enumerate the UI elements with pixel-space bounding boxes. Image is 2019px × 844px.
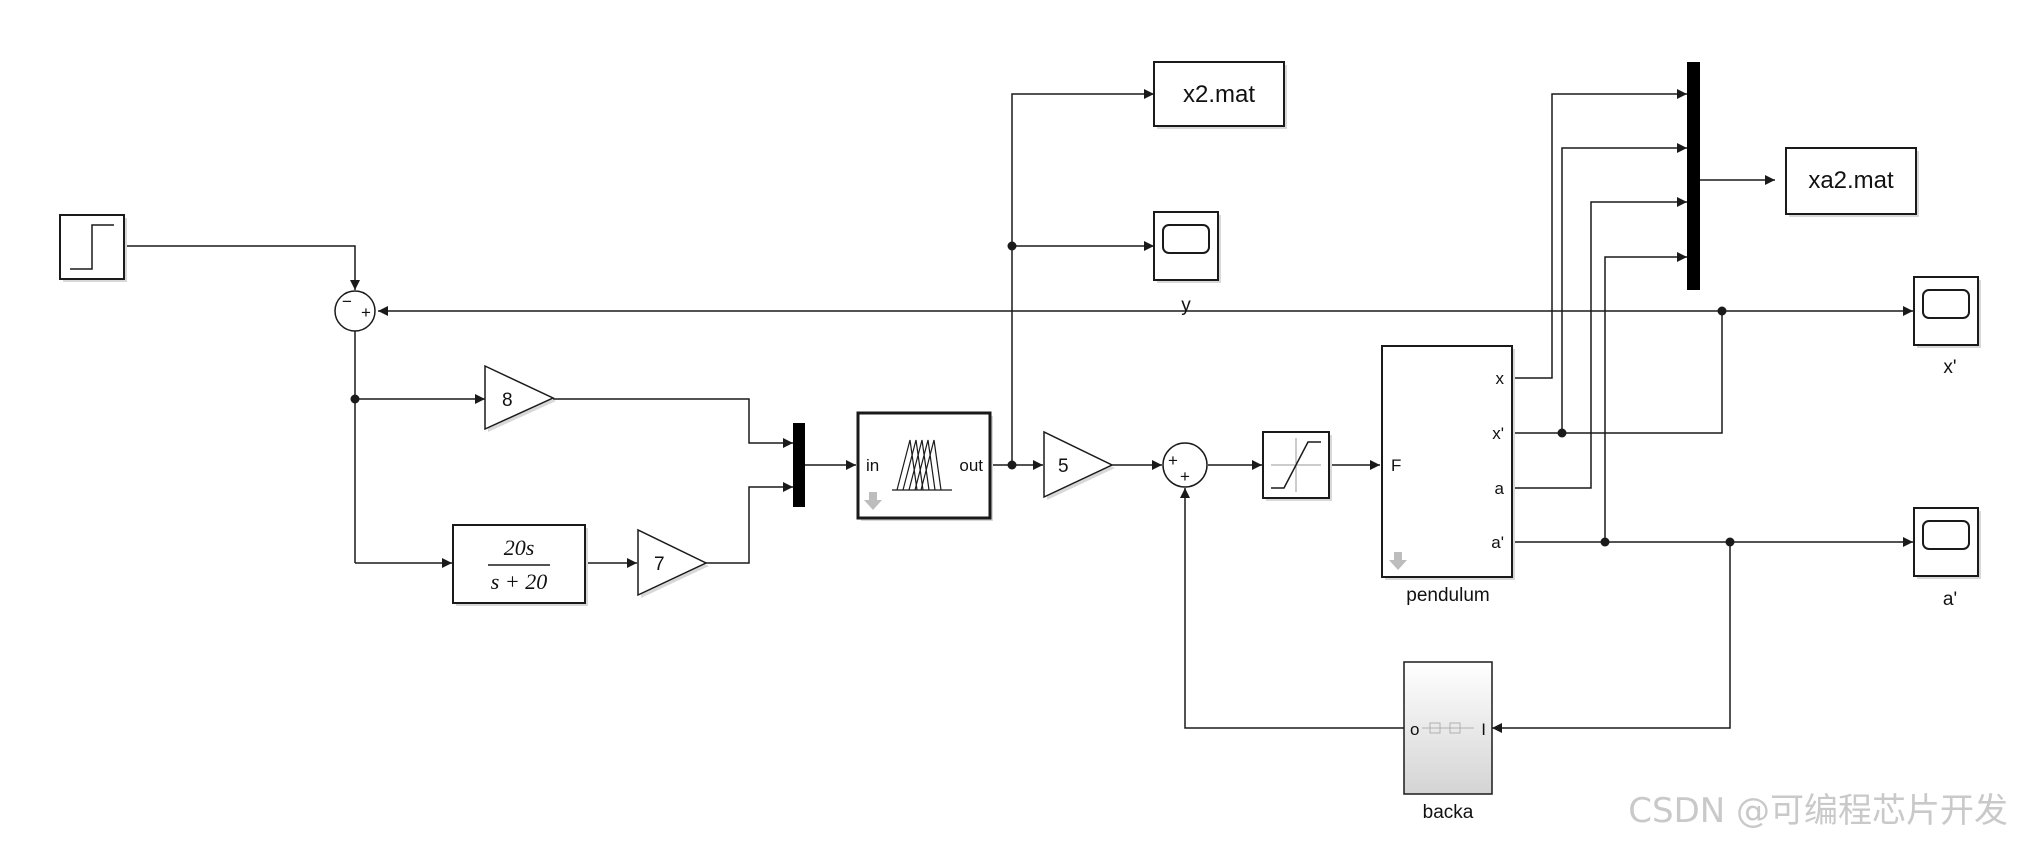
to-file-xa2-name: xa2.mat — [1808, 167, 1894, 194]
scope-icon — [1922, 520, 1970, 550]
signal-lines — [126, 89, 1913, 733]
wire-ad-to-backa[interactable] — [1492, 542, 1731, 733]
watermark-text: CSDN @可编程芯片开发 — [1628, 791, 2008, 831]
scope-ad-block[interactable] — [1913, 507, 1981, 579]
mux-bar-icon[interactable] — [793, 423, 805, 507]
gain-block-8[interactable]: 8 — [484, 364, 556, 432]
to-file-x2-block[interactable]: x2.mat — [1153, 61, 1287, 129]
sum2-plus-bottom: + — [1180, 467, 1190, 486]
sum-block-control[interactable]: + + — [1162, 442, 1208, 488]
wire-x-to-mux2[interactable] — [1514, 89, 1687, 379]
wire-backa-to-sum[interactable] — [1180, 488, 1404, 729]
pendulum-name: pendulum — [1406, 585, 1489, 606]
backa-subsystem[interactable]: o I — [1403, 661, 1493, 795]
scope-icon — [1922, 289, 1970, 319]
saturation-icon — [1271, 438, 1321, 492]
wire-a-to-mux2[interactable] — [1514, 197, 1687, 489]
mask-arrow-icon — [864, 492, 882, 510]
gain-5-value: 5 — [1058, 456, 1069, 477]
wire-xd-to-mux2[interactable] — [1561, 143, 1687, 433]
wire-gain7-to-mux[interactable] — [705, 482, 793, 564]
step-icon — [70, 224, 114, 270]
scope-xd-block[interactable] — [1913, 276, 1981, 348]
transfer-function-block[interactable]: 20s s + 20 — [452, 524, 588, 606]
wire-ad-to-mux2[interactable] — [1604, 252, 1687, 542]
scope-y-label: y — [1181, 295, 1191, 316]
backa-name: backa — [1423, 802, 1474, 823]
gain-8-value: 8 — [502, 390, 513, 411]
step-block[interactable] — [59, 214, 127, 282]
branch-points — [350, 241, 1735, 547]
connector-icon — [1422, 722, 1474, 734]
to-file-x2-name: x2.mat — [1183, 81, 1255, 108]
scope-y-block[interactable] — [1153, 211, 1221, 283]
fuzzy-out-port: out — [959, 456, 983, 475]
wire-gain8-to-mux[interactable] — [553, 398, 793, 448]
fuzzy-in-port: in — [866, 456, 879, 475]
mux-bar-icon[interactable] — [1687, 62, 1700, 290]
wire-step-to-sum[interactable] — [126, 245, 360, 290]
mask-arrow-icon — [1389, 552, 1407, 570]
pendulum-subsystem[interactable]: F x x' a a' — [1381, 345, 1515, 580]
tf-numerator: 20s — [504, 535, 535, 560]
gain-block-5[interactable]: 5 — [1043, 430, 1115, 500]
scope-icon — [1162, 224, 1210, 254]
pendulum-port-xd: x' — [1492, 424, 1504, 443]
scope-ad-label: a' — [1943, 589, 1957, 610]
tf-denominator: s + 20 — [491, 569, 547, 594]
to-file-xa2-block[interactable]: xa2.mat — [1785, 147, 1919, 217]
wire-xd-trunk[interactable] — [1514, 311, 1723, 434]
backa-port-out: o — [1410, 720, 1419, 739]
sum1-minus-sign: − — [342, 292, 352, 311]
scope-xd-label: x' — [1943, 357, 1956, 378]
sum2-plus-left: + — [1168, 451, 1178, 470]
pendulum-port-F: F — [1391, 456, 1401, 475]
sum1-plus-sign: + — [361, 303, 371, 322]
gain-block-7[interactable]: 7 — [637, 528, 709, 598]
membership-functions-icon — [892, 439, 952, 491]
saturation-block[interactable] — [1262, 431, 1332, 501]
sum-block-error[interactable]: − + — [334, 290, 376, 332]
pendulum-port-x: x — [1496, 369, 1505, 388]
wire-to-x2mat[interactable] — [1011, 89, 1154, 465]
gain-7-value: 7 — [654, 554, 665, 575]
pendulum-port-a: a — [1495, 479, 1505, 498]
pendulum-port-ad: a' — [1491, 533, 1504, 552]
backa-port-in: I — [1481, 720, 1486, 739]
fuzzy-controller-block[interactable]: in out — [856, 411, 993, 521]
